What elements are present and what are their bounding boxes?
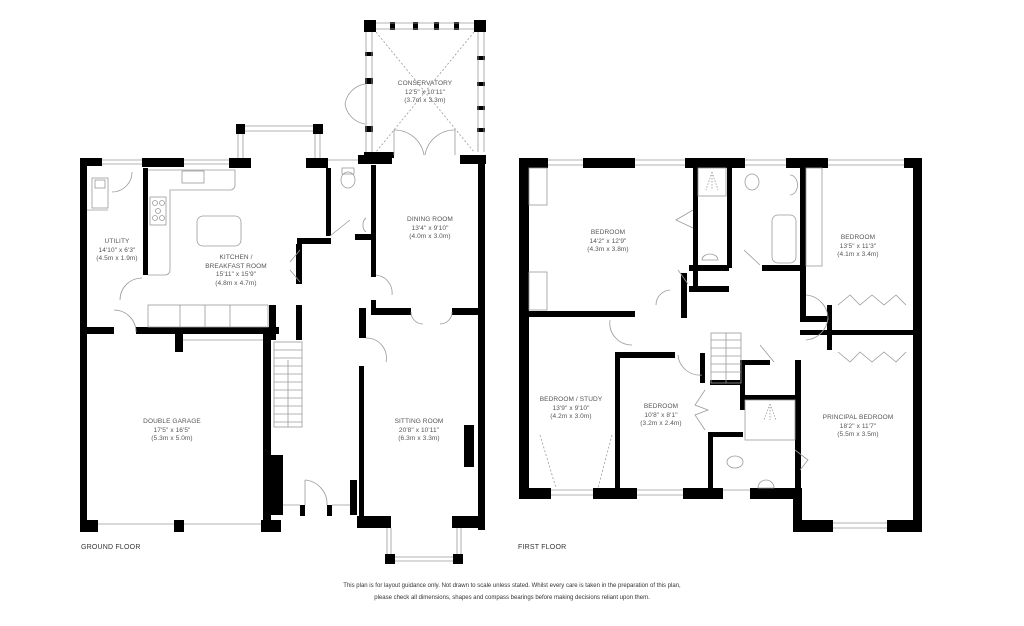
room-size-imperial: 15'11" x 15'9": [215, 271, 257, 278]
first-floor-plan: [519, 158, 922, 532]
room-size-imperial: 12'5" x 10'11": [404, 88, 446, 96]
room-size-imperial: 14'2" x 12'9": [589, 237, 627, 245]
room-label-dining-room: DINING ROOM 13'4" x 9'10" (4.0m x 3.0m): [407, 216, 453, 242]
first-floor-fixtures: [528, 159, 907, 529]
room-label-bedroom-1: BEDROOM 14'2" x 12'9" (4.3m x 3.8m): [587, 229, 628, 255]
room-size-metric: (4.8m x 4.7m): [215, 279, 257, 287]
room-size-metric: (4.5m x 1.9m): [96, 255, 138, 262]
room-label-kitchen: KITCHEN / BREAKFAST ROOM 15'11" x 15'9" …: [205, 254, 267, 288]
ground-floor-label: GROUND FLOOR: [81, 544, 141, 551]
room-size-metric: (6.3m x 3.3m): [398, 435, 440, 442]
room-size-metric: (4.1m x 3.4m): [837, 251, 879, 258]
room-label-double-garage: DOUBLE GARAGE 17'5" x 16'5" (5.3m x 5.0m…: [143, 418, 201, 444]
room-label-bedroom-3: BEDROOM 10'8" x 8'1" (3.2m x 2.4m): [640, 403, 681, 429]
room-name: KITCHEN /: [219, 254, 253, 261]
room-name: BEDROOM: [590, 229, 626, 236]
room-size-imperial: 20'8" x 10'11": [398, 426, 440, 434]
room-label-bedroom-2: BEDROOM 13'5" x 11'3" (4.1m x 3.4m): [837, 234, 878, 260]
room-size-imperial: 13'4" x 9'10": [411, 224, 449, 232]
room-name: UTILITY: [104, 238, 130, 245]
room-label-principal-bedroom: PRINCIPAL BEDROOM 18'2" x 11'7" (5.5m x …: [823, 414, 894, 440]
room-name: BEDROOM: [643, 403, 679, 410]
room-size-metric: (4.0m x 3.0m): [409, 233, 451, 240]
room-size-metric: (5.5m x 3.5m): [837, 431, 879, 438]
room-size-imperial: 13'9" x 9'10": [552, 404, 590, 412]
room-name-line2: BREAKFAST ROOM: [205, 262, 267, 270]
room-size-metric: (4.2m x 3.0m): [550, 413, 592, 420]
room-name: PRINCIPAL BEDROOM: [822, 414, 894, 421]
room-size-imperial: 18'2" x 11'7": [839, 422, 877, 430]
room-size-imperial: 17'5" x 16'5": [153, 426, 191, 434]
room-label-conservatory: CONSERVATORY 12'5" x 10'11" (3.7m x 3.3m…: [398, 80, 452, 106]
room-name: BEDROOM: [840, 234, 876, 241]
room-size-imperial: 14'10" x 6'3": [98, 246, 136, 254]
room-size-metric: (3.2m x 2.4m): [640, 420, 682, 427]
room-label-utility: UTILITY 14'10" x 6'3" (4.5m x 1.9m): [96, 238, 137, 264]
room-name: BEDROOM / STUDY: [539, 396, 603, 403]
room-name: DOUBLE GARAGE: [143, 418, 201, 425]
disclaimer-line-2: please check all dimensions, shapes and …: [374, 595, 650, 601]
room-size-metric: (5.3m x 5.0m): [151, 435, 193, 442]
room-label-bedroom-study: BEDROOM / STUDY 13'9" x 9'10" (4.2m x 3.…: [540, 396, 603, 422]
room-size-metric: (4.3m x 3.8m): [587, 246, 629, 253]
ground-floor-plan: [80, 20, 486, 564]
ground-floor-fixtures: [87, 22, 485, 562]
room-name: DINING ROOM: [407, 216, 453, 223]
first-floor-label: FIRST FLOOR: [518, 544, 567, 551]
disclaimer-line-1: This plan is for layout guidance only. N…: [343, 583, 681, 589]
room-name: SITTING ROOM: [394, 418, 444, 425]
room-size-imperial: 13'5" x 11'3": [839, 242, 877, 250]
room-label-sitting-room: SITTING ROOM 20'8" x 10'11" (6.3m x 3.3m…: [395, 418, 444, 444]
room-name: CONSERVATORY: [397, 80, 453, 87]
room-size-imperial: 10'8" x 8'1": [644, 411, 678, 419]
room-size-metric: (3.7m x 3.3m): [404, 97, 446, 104]
